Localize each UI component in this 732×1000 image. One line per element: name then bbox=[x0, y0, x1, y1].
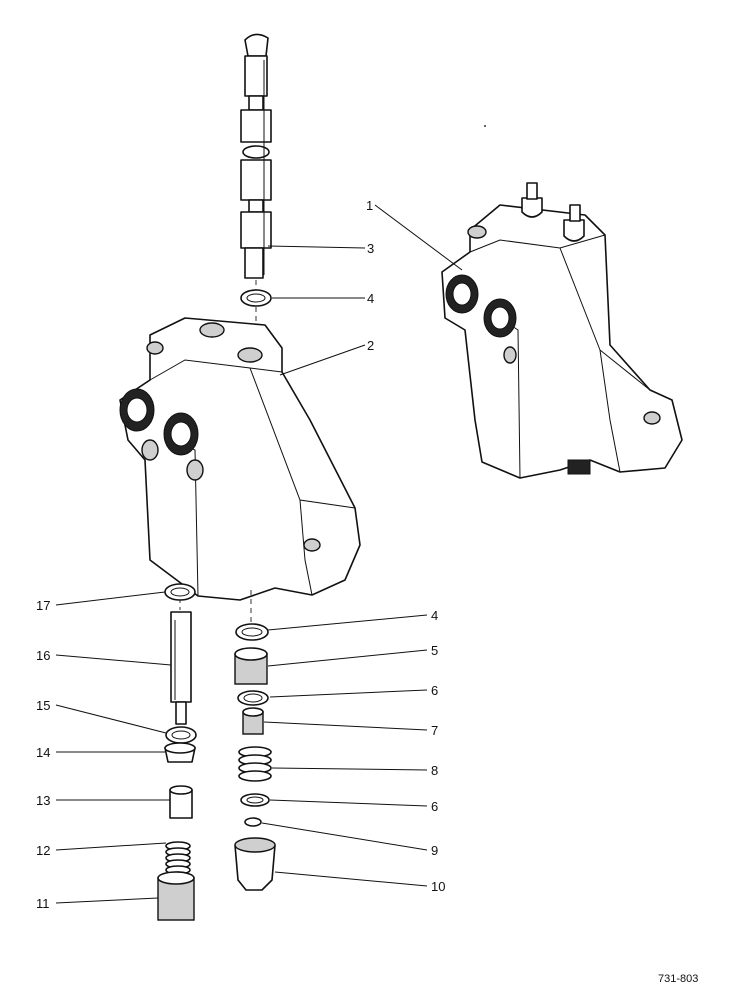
spool-illustration bbox=[240, 33, 272, 279]
callout-17: 17 bbox=[36, 598, 50, 613]
callout-11: 11 bbox=[36, 896, 50, 911]
callout-4-top: 4 bbox=[367, 291, 374, 306]
callout-9: 9 bbox=[431, 843, 438, 858]
callout-8: 8 bbox=[431, 763, 438, 778]
valve-body-illustration bbox=[119, 317, 361, 601]
callout-5: 5 bbox=[431, 643, 438, 658]
leader-lines bbox=[55, 204, 463, 904]
callout-4-bottom: 4 bbox=[431, 608, 438, 623]
callout-7: 7 bbox=[431, 723, 438, 738]
callout-15: 15 bbox=[36, 698, 50, 713]
figure-reference: 731-803 bbox=[658, 973, 698, 985]
callout-10: 10 bbox=[431, 879, 445, 894]
callout-6-lower: 6 bbox=[431, 799, 438, 814]
valve-assembly-illustration bbox=[441, 182, 683, 479]
callout-6-upper: 6 bbox=[431, 683, 438, 698]
callout-12: 12 bbox=[36, 843, 50, 858]
callout-labels: 1 2 3 4 4 5 6 7 8 6 9 10 11 12 13 14 15 … bbox=[36, 198, 445, 911]
callout-1: 1 bbox=[366, 198, 373, 213]
callout-3: 3 bbox=[367, 241, 374, 256]
stray-dot bbox=[484, 125, 486, 127]
right-stack-parts bbox=[234, 289, 276, 891]
callout-16: 16 bbox=[36, 648, 50, 663]
callout-13: 13 bbox=[36, 793, 50, 808]
callout-14: 14 bbox=[36, 745, 50, 760]
left-stack-parts bbox=[157, 583, 197, 921]
callout-2-label: 2 bbox=[367, 338, 374, 353]
